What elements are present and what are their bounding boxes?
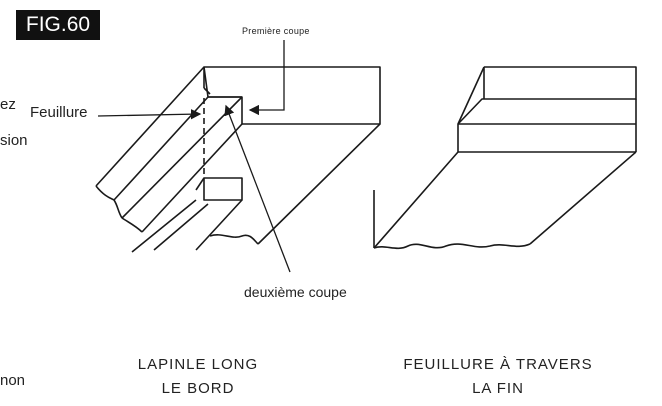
caption-right-line2: LA FIN xyxy=(472,380,524,397)
end-board-bottom-slope xyxy=(529,151,637,245)
caption-left-line2: LE BORD xyxy=(161,380,235,397)
premiere-coupe-label: Première coupe xyxy=(242,26,310,36)
feuillure-arrow xyxy=(97,108,202,120)
premiere-coupe-arrow xyxy=(248,40,285,116)
caption-left-line1: LAPINLE LONG xyxy=(137,356,259,373)
deuxieme-coupe-label: deuxième coupe xyxy=(244,284,347,300)
rabbet-along-edge-drawing xyxy=(95,66,381,253)
board-top-face xyxy=(203,66,381,125)
extension-line-3 xyxy=(195,199,243,251)
end-broken-edge xyxy=(373,243,531,250)
deuxieme-coupe-arrow xyxy=(224,104,291,273)
annotation-arrows xyxy=(97,40,291,273)
rabbet-lower-block xyxy=(203,177,243,201)
broken-end-bottom xyxy=(209,234,259,245)
rabbet-inner-edge-1 xyxy=(113,96,209,201)
rabbet-lower-block-edge xyxy=(195,177,205,191)
board-bottom-slope xyxy=(257,123,381,245)
left-fragment-non: non xyxy=(0,372,26,389)
broken-end-left-1 xyxy=(95,185,123,219)
extension-line-2 xyxy=(153,203,209,251)
board-outer-edge xyxy=(95,66,205,187)
extension-line-1 xyxy=(131,199,197,253)
left-fragment-sion: sion xyxy=(0,132,28,149)
rabbet-inner-edge-2 xyxy=(121,96,243,219)
feuillure-label: Feuillure xyxy=(30,104,88,121)
figure-number-badge: FIG.60 xyxy=(16,10,100,40)
end-rabbet-left-edge xyxy=(457,66,485,125)
rabbet-step-corner xyxy=(203,87,211,95)
rabbet-across-end-drawing xyxy=(373,66,637,250)
rabbet-inner-edge-3 xyxy=(141,123,243,233)
left-fragment-ez: ez xyxy=(0,96,16,113)
caption-right-line1: FEUILLURE À TRAVERS xyxy=(403,356,593,373)
end-rabbet-profile xyxy=(373,66,637,249)
broken-end-left-2 xyxy=(121,217,143,233)
